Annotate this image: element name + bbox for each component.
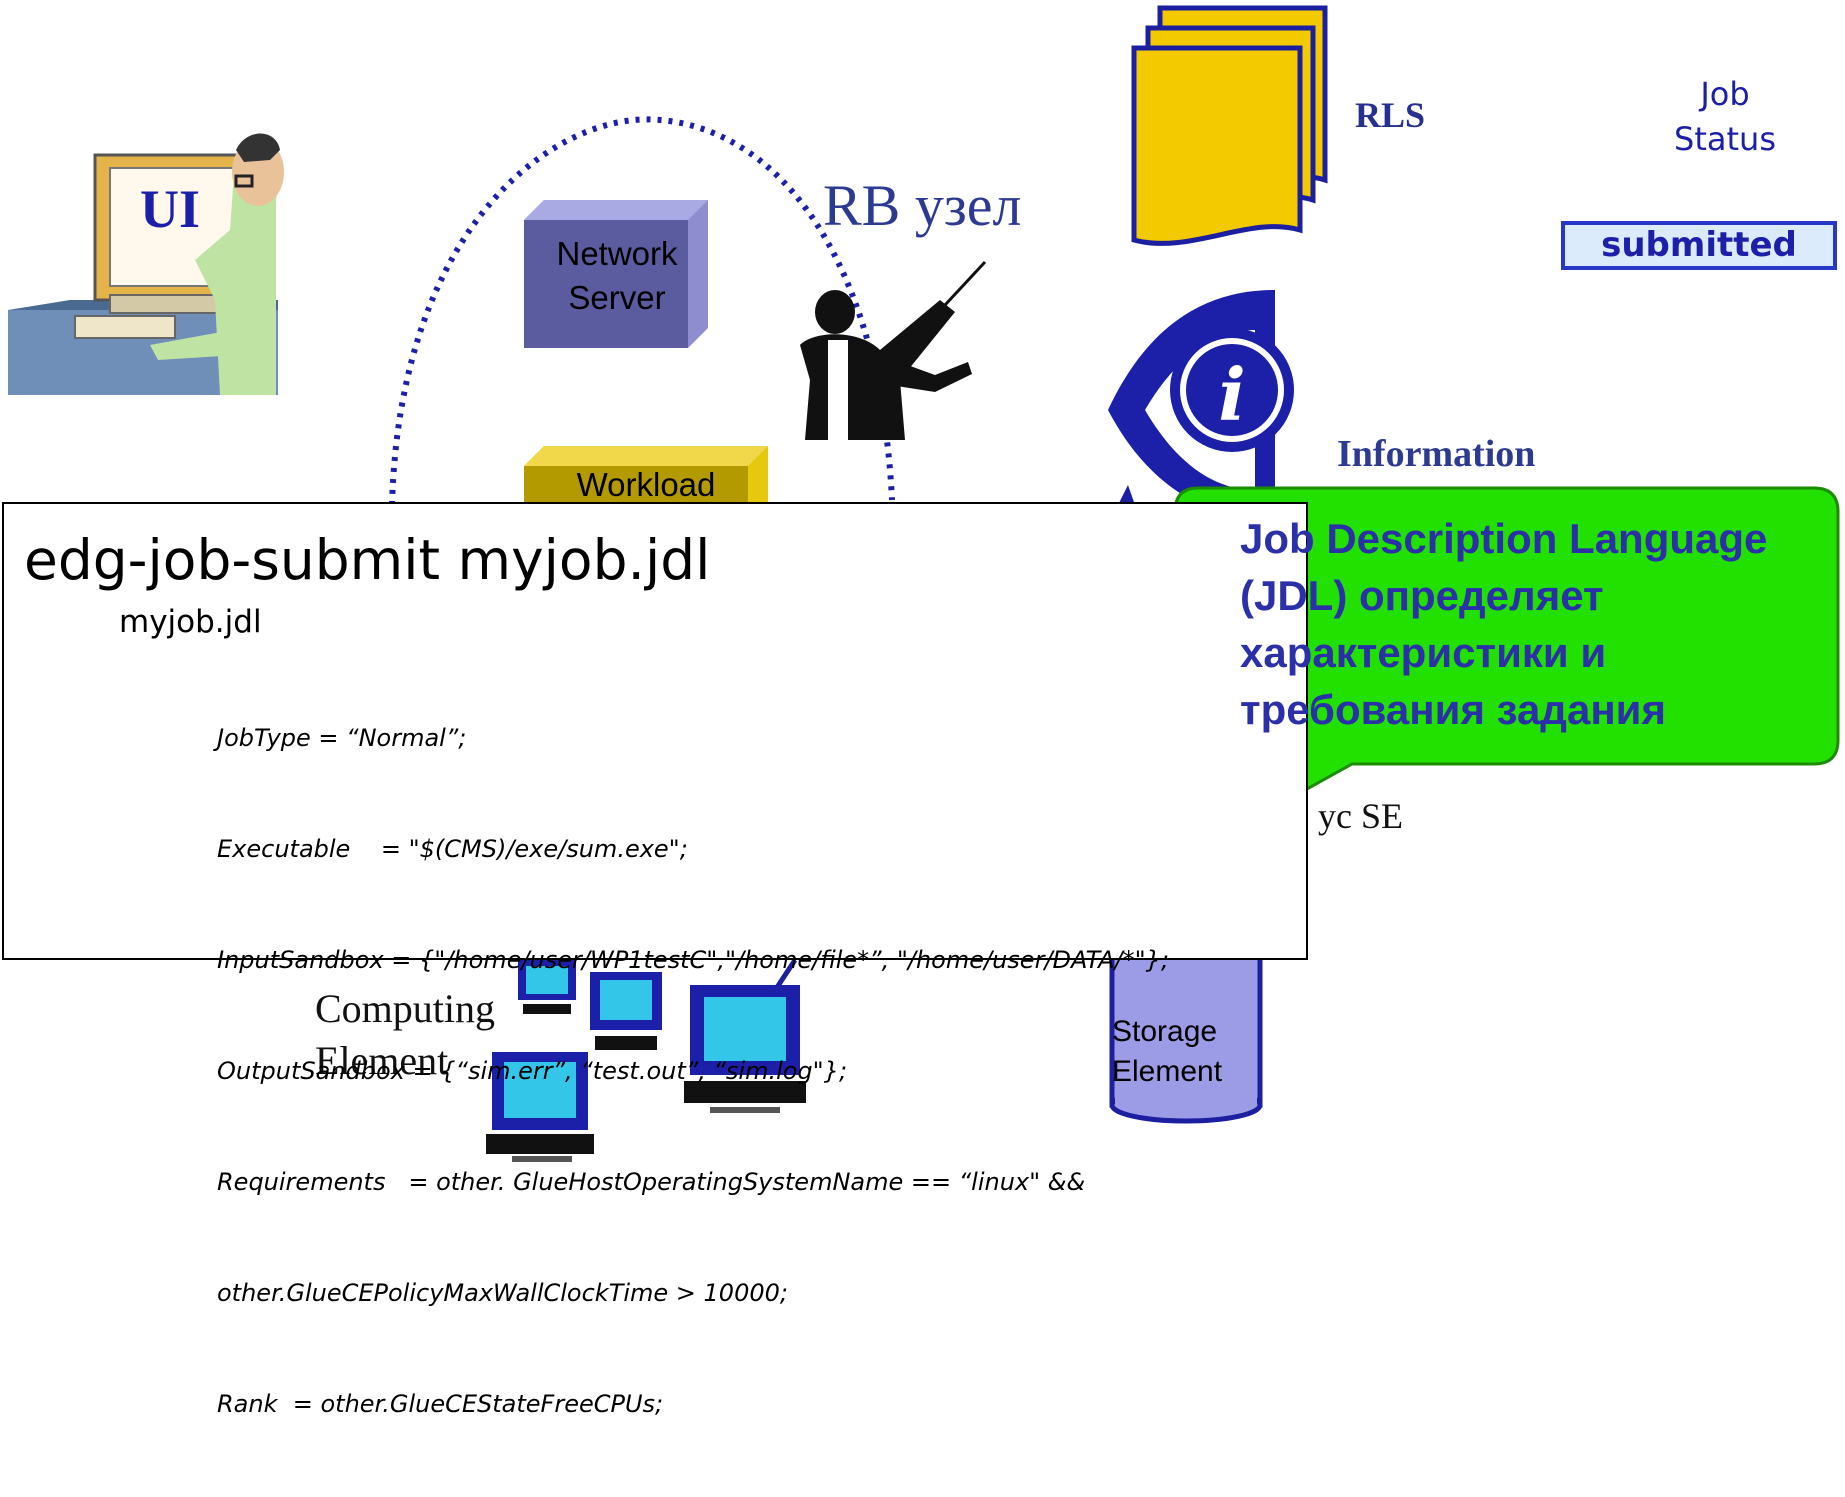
job-status-badge: submitted bbox=[1561, 221, 1837, 270]
network-server-box bbox=[524, 200, 708, 348]
workload-label: Workload bbox=[576, 466, 716, 503]
network-server-label-line1: Network bbox=[556, 235, 678, 272]
jdl-line: InputSandbox = {"/home/user/WP1testC","/… bbox=[217, 946, 1170, 974]
information-label: Information bbox=[1337, 433, 1536, 475]
jdl-line: JobType = “Normal”; bbox=[217, 724, 467, 752]
storage-element-label-line2: Element bbox=[1112, 1055, 1223, 1088]
callout-line: характеристики и bbox=[1240, 629, 1607, 676]
jdl-line: Rank = other.GlueCEStateFreeCPUs; bbox=[217, 1390, 664, 1418]
storage-element-label-line1: Storage bbox=[1112, 1015, 1218, 1048]
rb-node-label: RB узел bbox=[823, 173, 1022, 238]
callout-line: требования задания bbox=[1240, 686, 1667, 733]
computing-element-label: Computing Element bbox=[315, 983, 495, 1087]
rls-label: RLS bbox=[1355, 95, 1426, 135]
submit-command: edg-job-submit myjob.jdl bbox=[24, 528, 711, 592]
computing-element-icon bbox=[486, 960, 806, 1162]
jdl-callout-text: Job Description Language (JDL) определяе… bbox=[1240, 510, 1840, 738]
ui-node-label: UI bbox=[140, 179, 201, 239]
callout-line: Job Description Language bbox=[1240, 515, 1768, 562]
jdl-line: Requirements = other. GlueHostOperatingS… bbox=[217, 1168, 1086, 1196]
jdl-line: OutputSandbox = {“sim.err”, “test.out”, … bbox=[217, 1057, 848, 1085]
storage-element-icon bbox=[1109, 952, 1263, 1124]
rb-boundary-arc bbox=[389, 116, 895, 506]
jdl-line: Executable = "$(CMS)/exe/sum.exe"; bbox=[217, 835, 688, 863]
diagram-canvas: i bbox=[8, 5, 1840, 1162]
command-panel: edg-job-submit myjob.jdl myjob.jdl JobTy… bbox=[2, 502, 1308, 1418]
callout-line: (JDL) определяет bbox=[1240, 572, 1604, 619]
network-server-label: Network Server bbox=[524, 232, 710, 320]
job-status-heading: Job Status bbox=[1650, 72, 1800, 162]
network-server-label-line2: Server bbox=[568, 279, 666, 316]
svg-text:i: i bbox=[1218, 352, 1245, 437]
computing-element-label-line2: Element bbox=[315, 1038, 449, 1083]
ui-user-icon bbox=[8, 133, 284, 395]
job-status-heading-line1: Job bbox=[1700, 75, 1750, 113]
se-partial-label: ус SE bbox=[1318, 796, 1403, 836]
workload-box bbox=[524, 446, 768, 506]
jdl-line: other.GlueCEPolicyMaxWallClockTime > 100… bbox=[217, 1279, 788, 1307]
jdl-content: JobType = “Normal”; Executable = "$(CMS)… bbox=[217, 646, 1169, 1497]
job-status-heading-line2: Status bbox=[1674, 120, 1776, 158]
computing-element-label-line1: Computing bbox=[315, 986, 496, 1031]
jdl-file-name: myjob.jdl bbox=[119, 604, 262, 640]
storage-element-label: Storage Element bbox=[1112, 1012, 1242, 1092]
information-eye-icon: i bbox=[1108, 290, 1294, 520]
rls-documents-icon bbox=[1131, 5, 1328, 246]
conductor-icon bbox=[800, 260, 987, 440]
